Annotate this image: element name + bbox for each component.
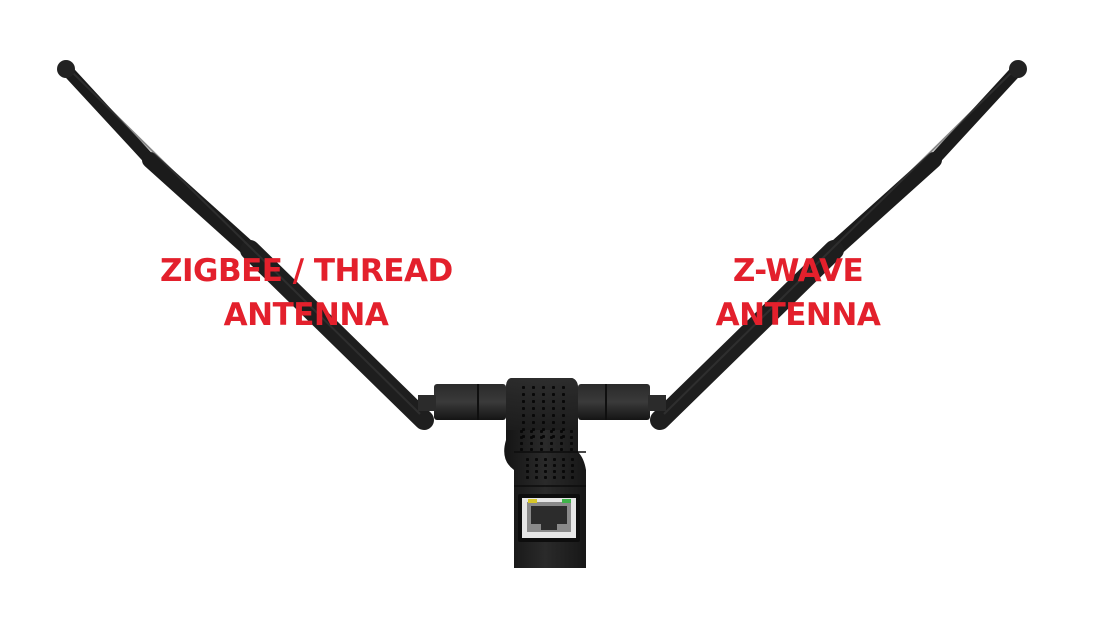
- vent-hole: [522, 428, 525, 431]
- vent-hole: [540, 442, 543, 445]
- label-left-line2: ANTENNA: [223, 297, 389, 333]
- vent-hole: [552, 400, 555, 403]
- vent-hole: [553, 458, 556, 461]
- vent-hole: [532, 421, 535, 424]
- vent-hole: [562, 464, 565, 467]
- vent-hole: [552, 421, 555, 424]
- right-antenna-connector: [578, 384, 666, 420]
- vent-hole: [522, 421, 525, 424]
- vent-hole: [540, 436, 543, 439]
- vent-hole: [520, 436, 523, 439]
- vent-hole: [544, 464, 547, 467]
- vent-hole: [532, 386, 535, 389]
- vent-hole: [553, 476, 556, 479]
- vent-hole: [522, 393, 525, 396]
- vent-hole: [535, 476, 538, 479]
- vent-hole: [562, 407, 565, 410]
- vent-hole: [553, 470, 556, 473]
- vent-hole: [522, 386, 525, 389]
- vent-hole: [530, 430, 533, 433]
- vent-hole: [544, 470, 547, 473]
- vent-hole: [550, 448, 553, 451]
- vent-hole: [520, 442, 523, 445]
- vent-hole: [562, 400, 565, 403]
- vent-hole: [570, 448, 573, 451]
- vent-hole: [571, 470, 574, 473]
- vent-hole: [562, 458, 565, 461]
- vent-hole: [550, 442, 553, 445]
- vent-hole: [571, 458, 574, 461]
- vent-hole: [560, 430, 563, 433]
- vent-hole: [522, 414, 525, 417]
- vent-hole: [552, 414, 555, 417]
- vent-hole: [553, 464, 556, 467]
- zigbee-thread-antenna: [57, 60, 434, 430]
- vent-hole: [535, 464, 538, 467]
- vent-hole: [562, 386, 565, 389]
- vent-hole: [552, 386, 555, 389]
- vent-hole: [542, 421, 545, 424]
- vent-hole: [520, 430, 523, 433]
- vent-hole: [542, 393, 545, 396]
- vent-hole: [530, 442, 533, 445]
- vent-hole: [535, 470, 538, 473]
- vent-hole: [550, 430, 553, 433]
- vent-hole: [526, 476, 529, 479]
- ethernet-port-icon: [518, 494, 580, 542]
- vent-hole: [522, 407, 525, 410]
- vent-hole: [552, 407, 555, 410]
- vent-hole: [544, 458, 547, 461]
- vent-hole: [571, 464, 574, 467]
- vent-hole: [562, 470, 565, 473]
- vent-hole: [562, 421, 565, 424]
- vent-hole: [540, 430, 543, 433]
- vent-hole: [526, 470, 529, 473]
- label-right-line2: ANTENNA: [715, 297, 881, 333]
- vent-hole: [562, 414, 565, 417]
- vent-hole: [570, 436, 573, 439]
- vent-hole: [560, 448, 563, 451]
- vent-hole: [544, 476, 547, 479]
- vent-hole: [532, 414, 535, 417]
- vent-hole: [535, 458, 538, 461]
- vent-hole: [532, 393, 535, 396]
- left-antenna-connector: [418, 384, 506, 420]
- vent-hole: [542, 386, 545, 389]
- vent-hole: [550, 436, 553, 439]
- vent-hole: [532, 407, 535, 410]
- vent-hole: [542, 428, 545, 431]
- vent-hole: [542, 400, 545, 403]
- label-left-line1: ZIGBEE / THREAD: [160, 253, 453, 289]
- vent-hole: [570, 430, 573, 433]
- vent-hole: [530, 448, 533, 451]
- z-wave-antenna-label: Z-WAVE ANTENNA: [692, 249, 904, 337]
- vent-hole: [571, 476, 574, 479]
- vent-hole: [562, 393, 565, 396]
- vent-hole: [542, 414, 545, 417]
- label-right-line1: Z-WAVE: [732, 253, 864, 289]
- vent-hole: [560, 442, 563, 445]
- z-wave-antenna: [650, 60, 1027, 430]
- vent-hole: [540, 448, 543, 451]
- vent-hole: [532, 428, 535, 431]
- vent-hole: [522, 400, 525, 403]
- vent-hole: [532, 400, 535, 403]
- vent-hole: [570, 442, 573, 445]
- vent-hole: [552, 393, 555, 396]
- vent-hole: [542, 407, 545, 410]
- vent-hole: [562, 476, 565, 479]
- vent-hole: [530, 436, 533, 439]
- zigbee-thread-antenna-label: ZIGBEE / THREAD ANTENNA: [160, 249, 453, 337]
- vent-hole: [526, 458, 529, 461]
- vent-hole: [562, 428, 565, 431]
- vent-hole: [526, 464, 529, 467]
- vent-hole: [560, 436, 563, 439]
- vent-hole: [552, 428, 555, 431]
- ventilation-holes: [520, 386, 574, 479]
- vent-hole: [520, 448, 523, 451]
